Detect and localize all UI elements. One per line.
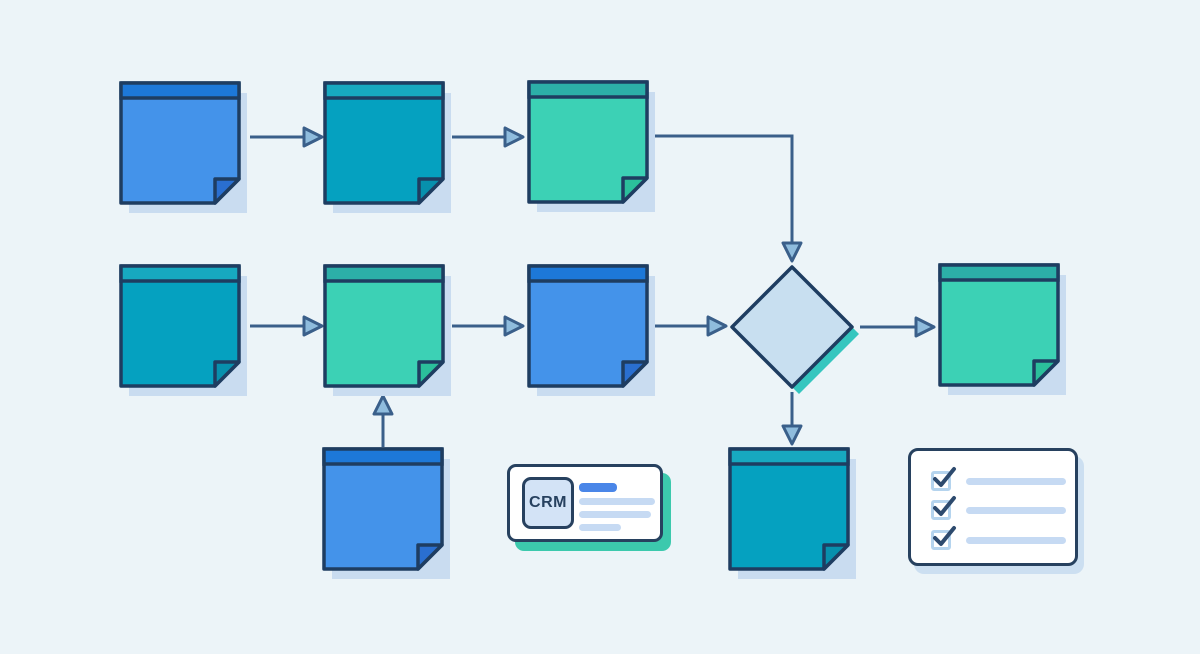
checklist-card — [908, 448, 1078, 566]
folded-corner-icon — [417, 360, 445, 388]
checkmark-icon — [933, 496, 956, 516]
text-line-bar — [579, 524, 621, 531]
arrowhead-icon — [302, 315, 324, 337]
crm-card: CRM — [507, 464, 663, 542]
note-header — [119, 264, 241, 283]
sticky-note-graphic — [323, 264, 451, 396]
checkmark-icon — [933, 526, 956, 546]
note-header — [527, 80, 649, 99]
text-line-bar — [579, 498, 655, 505]
note-header — [119, 81, 241, 100]
sticky-note-r3n2 — [728, 447, 860, 583]
arrowhead-icon — [503, 315, 525, 337]
sticky-note-graphic — [527, 264, 655, 396]
folded-corner-icon — [1032, 359, 1060, 387]
folded-corner-icon — [213, 360, 241, 388]
sticky-note-r2n4 — [938, 263, 1070, 399]
checklist-row — [931, 526, 1066, 550]
note-header — [938, 263, 1060, 282]
sticky-note-graphic — [119, 264, 247, 396]
folded-corner-icon — [621, 360, 649, 388]
arrowhead-icon — [302, 126, 324, 148]
sticky-note-r1n1 — [119, 81, 251, 217]
text-line-bar — [966, 506, 1066, 514]
crm-chip: CRM — [522, 477, 574, 529]
sticky-note-r2n2 — [323, 264, 455, 400]
arrowhead-icon — [781, 241, 803, 263]
sticky-note-r2n1 — [119, 264, 251, 400]
folded-corner-icon — [416, 543, 444, 571]
arrowhead-icon — [781, 424, 803, 446]
checklist-row — [931, 496, 1066, 520]
sticky-note-r1n3 — [527, 80, 659, 216]
checkmark-icon — [933, 467, 956, 487]
folded-corner-icon — [621, 176, 649, 204]
checkbox-checked — [931, 496, 956, 520]
sticky-note-graphic — [323, 81, 451, 213]
text-line-bar — [579, 511, 651, 518]
sticky-note-graphic — [527, 80, 655, 212]
sticky-note-r2n3 — [527, 264, 659, 400]
sticky-note-r1n2 — [323, 81, 455, 217]
sticky-note-graphic — [119, 81, 247, 213]
note-header — [527, 264, 649, 283]
checkbox-checked — [931, 467, 956, 491]
arrowhead-icon — [503, 126, 525, 148]
text-line-bar — [579, 483, 617, 492]
note-header — [323, 81, 445, 100]
sticky-note-r3n1 — [322, 447, 454, 583]
text-line-bar — [966, 536, 1066, 544]
arrowhead-icon — [706, 315, 728, 337]
sticky-note-graphic — [938, 263, 1066, 395]
sticky-note-graphic — [728, 447, 856, 579]
sticky-note-graphic — [322, 447, 450, 579]
checkbox-checked — [931, 526, 956, 550]
note-header — [728, 447, 850, 466]
diamond-graphic — [730, 265, 859, 394]
arrow-r1n3-decision — [653, 134, 794, 243]
folded-corner-icon — [213, 177, 241, 205]
diamond-shape — [730, 265, 854, 389]
decision-diamond — [726, 261, 866, 401]
checklist-row — [931, 467, 1066, 491]
folded-corner-icon — [822, 543, 850, 571]
crm-text-lines — [579, 483, 655, 537]
folded-corner-icon — [417, 177, 445, 205]
note-header — [322, 447, 444, 466]
note-header — [323, 264, 445, 283]
arrowhead-icon — [914, 316, 936, 338]
text-line-bar — [966, 477, 1066, 485]
